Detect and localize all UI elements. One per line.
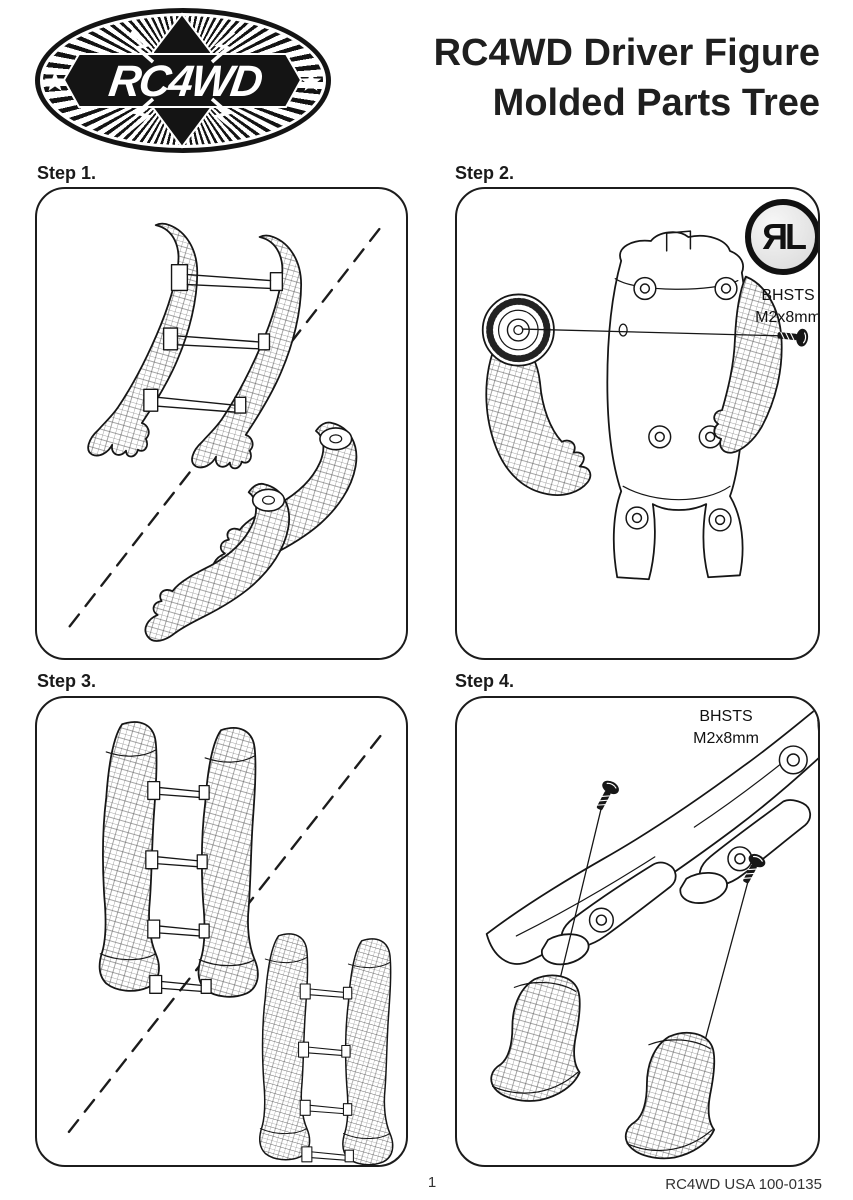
page-number: 1 bbox=[427, 1174, 437, 1191]
step-2-illustration bbox=[481, 230, 810, 581]
pelvis-frame bbox=[485, 707, 818, 966]
logo-emblem: RC4WD bbox=[44, 12, 322, 149]
boot-right bbox=[624, 1031, 716, 1160]
lightning-bolt-icon bbox=[210, 30, 236, 64]
step-4-label: Step 4. bbox=[455, 671, 515, 691]
step-4-illustration bbox=[485, 707, 818, 1160]
arm-parts-tree-right bbox=[144, 421, 358, 642]
doc-code: RC4WD USA 100-0135 bbox=[665, 1176, 822, 1193]
lightning-bolt-icon bbox=[210, 97, 236, 131]
assembly-line bbox=[521, 328, 788, 337]
boot-left bbox=[490, 974, 581, 1102]
page-title-line1: RC4WD Driver Figure bbox=[433, 32, 820, 74]
step-2-label: Step 2. bbox=[455, 163, 515, 183]
hardware-name: BHSTS bbox=[761, 287, 815, 304]
step-4-panel: BHSTS M2x8mm bbox=[455, 696, 820, 1167]
rl-badge-letters: ЯL bbox=[762, 216, 807, 257]
hardware-name: BHSTS bbox=[699, 708, 753, 725]
left-arm bbox=[481, 293, 592, 496]
step-4-hardware-label: BHSTS M2x8mm bbox=[671, 706, 781, 750]
step-2-hardware-label: BHSTS M2x8mm bbox=[733, 285, 820, 329]
arm-parts-tree-left bbox=[87, 222, 303, 470]
hardware-size: M2x8mm bbox=[693, 730, 759, 747]
step-1-panel bbox=[35, 187, 408, 660]
dashed-separator bbox=[63, 227, 381, 634]
step-3-panel bbox=[35, 696, 408, 1167]
hardware-size: M2x8mm bbox=[755, 309, 820, 326]
star-icon bbox=[300, 71, 322, 91]
step-3-illustration bbox=[61, 698, 406, 1165]
step-3-label: Step 3. bbox=[37, 671, 97, 691]
lightning-bolt-icon bbox=[129, 97, 155, 131]
lightning-bolt-icon bbox=[129, 30, 155, 64]
page-title-line2: Molded Parts Tree bbox=[492, 82, 820, 124]
page-title: RC4WD Driver Figure Molded Parts Tree bbox=[434, 28, 820, 128]
step-1-illustration bbox=[63, 222, 381, 642]
sprue-connector bbox=[143, 264, 284, 414]
rl-badge: ЯL bbox=[745, 199, 818, 275]
star-icon bbox=[44, 71, 66, 91]
screw-icon bbox=[590, 777, 622, 815]
torso-outline bbox=[606, 230, 748, 581]
step-1-label: Step 1. bbox=[37, 163, 97, 183]
leg-parts-tree-right bbox=[260, 934, 393, 1165]
step-2-panel: ЯL BHSTS M2x8mm bbox=[455, 187, 820, 660]
logo-text: RC4WD bbox=[106, 57, 265, 106]
rc4wd-logo: RC4WD bbox=[35, 8, 331, 153]
leg-parts-tree-left bbox=[100, 722, 258, 997]
